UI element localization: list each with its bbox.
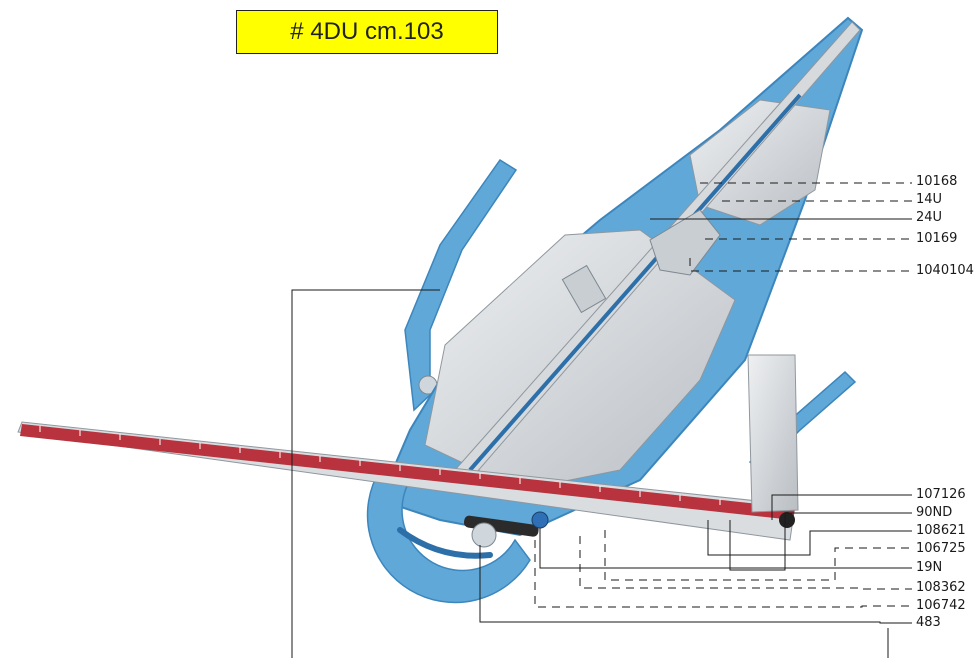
breaker-block xyxy=(561,264,607,314)
leader-line-handle xyxy=(291,289,440,658)
carriage xyxy=(649,209,721,276)
carriage-wheel xyxy=(471,522,497,548)
part-label-106742: 106742 xyxy=(916,598,966,613)
leader-line-483 xyxy=(479,545,912,624)
part-label-108621: 108621 xyxy=(916,523,966,538)
part-label-10169: 10169 xyxy=(916,231,958,246)
leader-line-19N xyxy=(539,528,912,569)
part-label-107126: 107126 xyxy=(916,487,966,502)
part-label-106725: 106725 xyxy=(916,541,966,556)
leader-line-108621 xyxy=(707,520,912,556)
model-title: # 4DU cm.103 xyxy=(236,10,498,54)
ruler-scale xyxy=(20,424,795,520)
part-label-90ND: 90ND xyxy=(916,505,953,520)
part-label-1040104: 1040104 xyxy=(916,263,974,278)
stop-knob xyxy=(779,512,795,528)
square-stop xyxy=(747,354,799,513)
leader-line-106725 xyxy=(604,530,912,581)
leader-line-106742 xyxy=(534,540,912,608)
part-label-19N: 19N xyxy=(916,560,943,575)
part-label-483: 483 xyxy=(916,615,941,630)
scoring-lever xyxy=(463,515,539,537)
base-plate-upper xyxy=(689,99,831,226)
part-label-14U: 14U xyxy=(916,192,943,207)
part-label-10168: 10168 xyxy=(916,174,958,189)
lever-knob xyxy=(531,511,549,529)
leader-line-1040104 xyxy=(689,258,912,272)
guide-rail-groove xyxy=(468,93,802,472)
leader-line-90ND xyxy=(729,512,912,571)
part-label-24U: 24U xyxy=(916,210,943,225)
leader-line-107126 xyxy=(771,494,912,520)
leader-line-108362 xyxy=(579,536,912,590)
ruler-ticks xyxy=(39,426,761,510)
part-label-108362: 108362 xyxy=(916,580,966,595)
